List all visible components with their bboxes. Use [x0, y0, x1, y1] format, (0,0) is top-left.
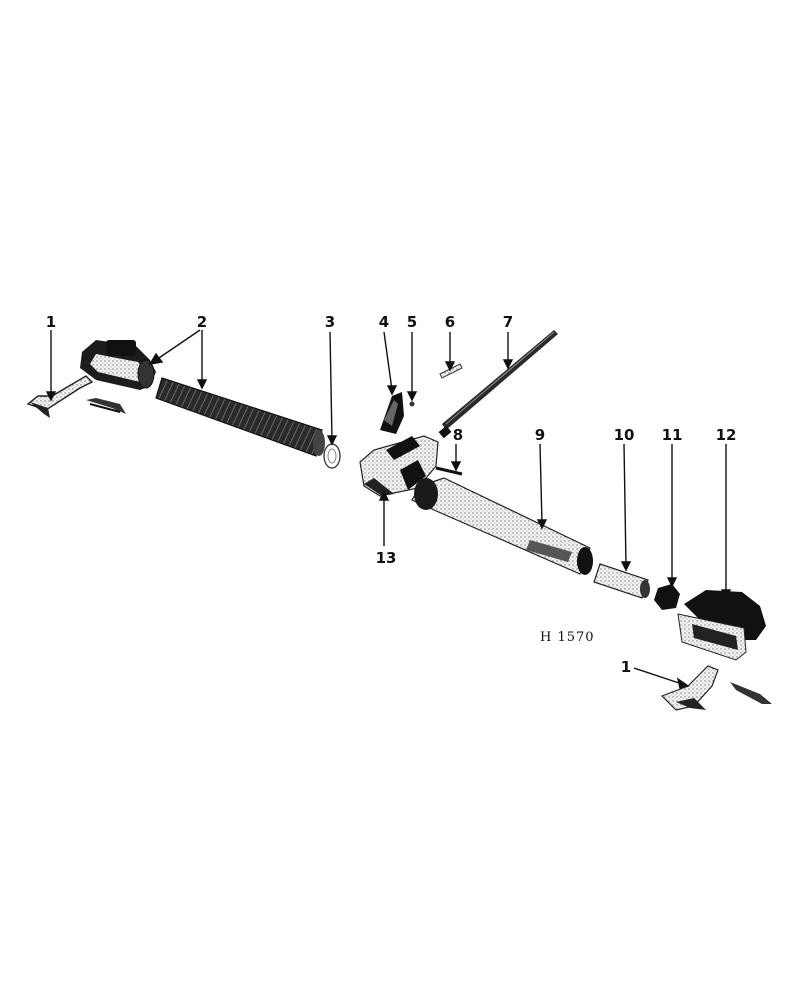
callout-2: 2	[197, 313, 207, 331]
callout-5: 5	[407, 313, 417, 331]
callout-9: 9	[535, 426, 545, 444]
long-rod	[438, 330, 558, 439]
leader-lines	[45, 329, 732, 689]
callout-1-right: 1	[621, 658, 631, 676]
key-bar	[435, 466, 463, 476]
callout-11: 11	[662, 426, 683, 444]
callout-1-left: 1	[46, 313, 56, 331]
callout-7: 7	[503, 313, 513, 331]
callout-4: 4	[379, 313, 389, 331]
clevis-yoke-right	[677, 590, 766, 661]
tube-body	[411, 477, 593, 575]
center-housing	[359, 435, 439, 497]
figure-code: H 1570	[540, 630, 595, 645]
roll-pin	[439, 363, 463, 379]
callout-6: 6	[445, 313, 455, 331]
nut	[654, 584, 680, 610]
pin-part-right	[660, 665, 772, 711]
lock-wedge	[380, 392, 404, 434]
callout-12: 12	[716, 426, 737, 444]
callout-13: 13	[376, 549, 397, 567]
clevis-yoke-left	[80, 340, 156, 390]
small-pin	[409, 401, 415, 407]
callout-8: 8	[453, 426, 463, 444]
callout-10: 10	[614, 426, 635, 444]
threaded-rod	[155, 377, 325, 457]
washer-ring	[323, 443, 341, 469]
sleeve	[593, 563, 650, 599]
pin-part-left	[26, 375, 126, 418]
callout-3: 3	[325, 313, 335, 331]
